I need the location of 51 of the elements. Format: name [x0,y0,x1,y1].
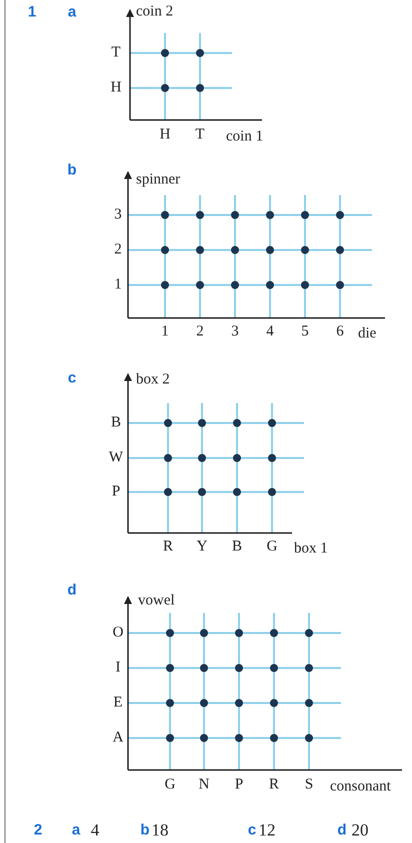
tick-label: G [266,540,278,554]
axis-title: box 1 [294,542,328,556]
tick-label: P [112,484,120,500]
tick-label: H [110,80,122,96]
tick-label: S [304,778,314,792]
axis-title: vowel [138,594,175,608]
tick-label: W [108,450,124,466]
tick-label: 4 [266,324,274,340]
question-label: b [140,822,150,838]
question-label: a [68,4,76,20]
axis-title: box 2 [136,372,170,388]
tick-label: 3 [231,324,239,340]
tick-label: E [113,696,123,710]
answer-value: 4 [90,822,100,838]
question-label: 2 [34,822,42,838]
tick-label: 5 [301,324,309,340]
axis-title: coin 1 [226,130,264,144]
tick-label: R [163,540,173,554]
question-label: 1 [28,4,36,20]
tick-label: G [164,778,176,792]
tick-label: Y [196,540,208,554]
axis-title: coin 2 [136,4,174,20]
tick-label: R [269,778,279,792]
question-label: b [67,162,77,178]
tick-label: T [111,46,121,60]
tick-label: 6 [336,324,344,340]
tick-label: P [234,778,244,792]
tick-label: H [160,128,170,142]
tick-label: B [232,540,242,554]
answer-value: 18 [152,822,168,838]
question-label: d [337,822,347,838]
tick-label: 3 [114,208,122,222]
question-label: c [248,822,256,838]
answer-value: 20 [352,822,368,838]
question-label: c [68,370,76,386]
tick-label: B [111,416,121,430]
tick-label: I [116,660,120,676]
axis-title: consonant [330,780,391,794]
tick-label: O [112,626,124,640]
axis-title: die [358,326,376,342]
tick-label: 1 [114,278,122,292]
tick-label: T [195,128,205,142]
tick-label: 2 [114,242,122,258]
axis-title: spinner [136,172,180,188]
tick-label: 1 [161,324,169,340]
tick-label: A [112,730,124,746]
tick-label: 2 [196,324,204,340]
answer-value: 12 [258,822,276,838]
question-label: a [72,822,80,838]
tick-label: N [198,778,210,792]
question-label: d [67,582,77,598]
